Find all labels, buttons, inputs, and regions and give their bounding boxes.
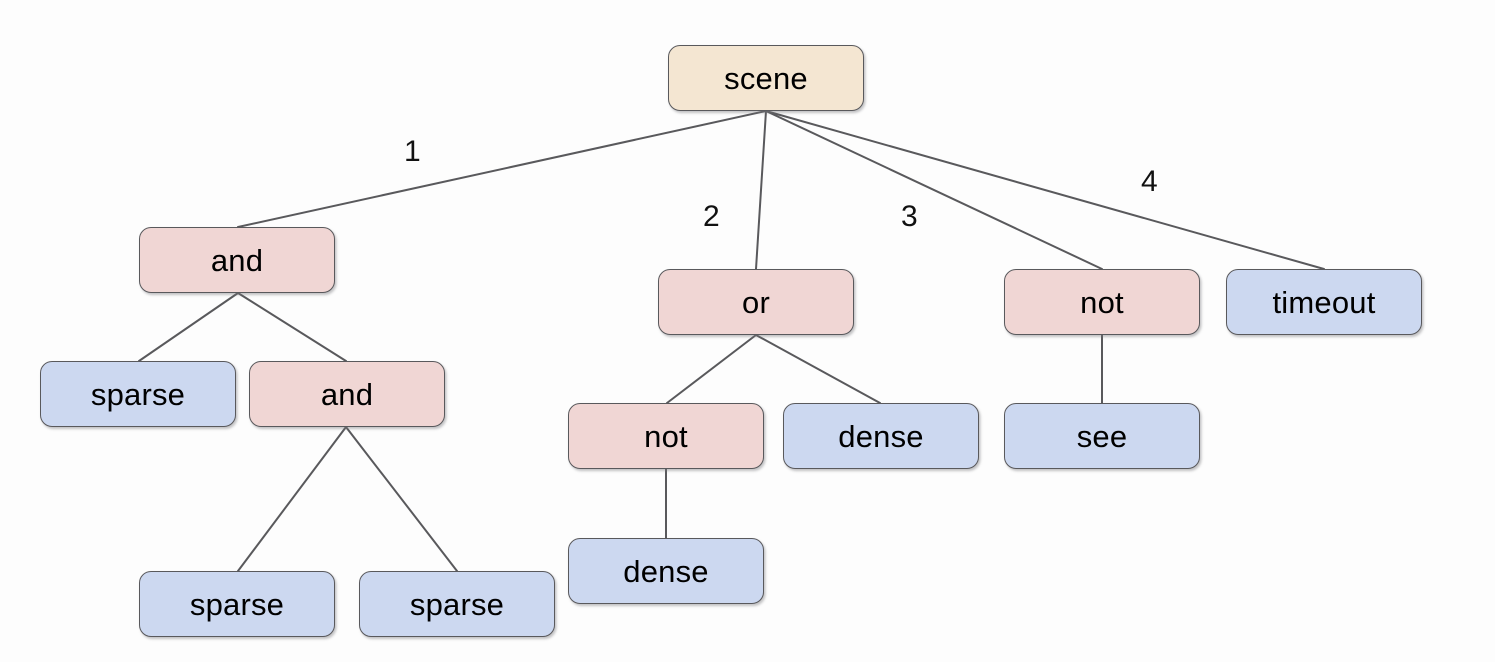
tree-edge-and2-to-sparse3 [345,426,458,572]
tree-node-dense1[interactable]: dense [783,403,979,469]
edge-label-1: 1 [404,135,421,168]
edge-label-2: 2 [703,200,720,233]
edge-label-4: 4 [1141,165,1158,198]
tree-node-sparse1[interactable]: sparse [40,361,236,427]
tree-edge-and1-to-sparse1 [138,292,239,362]
edge-label-3: 3 [901,200,918,233]
tree-edge-and2-to-sparse2 [237,426,347,572]
tree-node-see1[interactable]: see [1004,403,1200,469]
tree-node-not1[interactable]: not [568,403,764,469]
tree-node-and2[interactable]: and [249,361,445,427]
tree-node-dense2[interactable]: dense [568,538,764,604]
tree-node-sparse3[interactable]: sparse [359,571,555,637]
tree-node-not2[interactable]: not [1004,269,1200,335]
tree-edge-and1-to-and2 [237,292,347,362]
tree-edge-scene-to-or1 [755,110,767,270]
tree-edge-or1-to-not1 [666,334,757,404]
tree-node-or1[interactable]: or [658,269,854,335]
tree-edge-or1-to-dense1 [755,334,881,404]
tree-node-and1[interactable]: and [139,227,335,293]
tree-node-sparse2[interactable]: sparse [139,571,335,637]
tree-edge-scene-to-and1 [237,110,767,228]
tree-node-timeout1[interactable]: timeout [1226,269,1422,335]
tree-node-scene[interactable]: scene [668,45,864,111]
tree-edge-scene-to-timeout1 [765,110,1325,270]
tree-edge-scene-to-not2 [765,110,1103,270]
